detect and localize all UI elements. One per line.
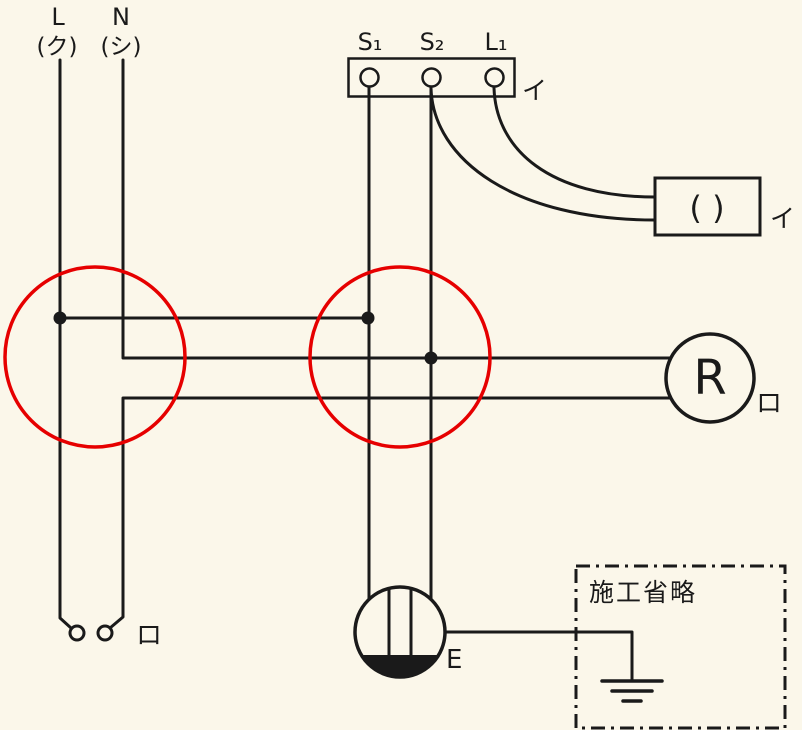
l1-to-rosette-wire xyxy=(492,86,657,199)
live-label: L xyxy=(51,3,65,31)
neutral-wire xyxy=(121,58,673,360)
ceiling-rosette-box xyxy=(653,176,762,237)
junction-dot-live xyxy=(53,311,67,325)
highlight-circle-right xyxy=(308,265,492,449)
terminal-s1 xyxy=(359,67,380,88)
terminal-label-l1: L₁ xyxy=(485,28,508,56)
highlight-circle-left xyxy=(3,265,187,449)
switched-live-wire xyxy=(108,396,673,630)
neutral-label: N xyxy=(112,3,130,31)
junction-dot-s2 xyxy=(424,351,438,365)
lamp-circuit-label: ロ xyxy=(756,389,782,419)
timer-circuit-label: イ xyxy=(522,76,547,105)
earth-outlet-filled-segment xyxy=(361,655,439,678)
terminal-label-s2: S₂ xyxy=(420,28,445,56)
earth-wire xyxy=(443,630,634,683)
switch-contact-right xyxy=(96,624,114,642)
lamp-receptacle xyxy=(664,332,756,424)
terminal-label-s1: S₁ xyxy=(358,28,383,56)
ceiling-rosette-symbol: ( ) xyxy=(689,189,724,227)
live-wire xyxy=(58,58,73,630)
s2-to-rosette-wire xyxy=(429,86,657,222)
junction-dot-s1 xyxy=(361,311,375,325)
ground-symbol xyxy=(600,679,664,703)
rosette-circuit-label: イ xyxy=(770,204,795,233)
timer-terminal-block xyxy=(347,57,516,98)
earth-outlet-label: E xyxy=(446,645,462,675)
terminal-l1 xyxy=(484,67,505,88)
construction-omitted-box xyxy=(574,564,787,730)
terminal-s2 xyxy=(421,67,442,88)
construction-omitted-label: 施工省略 xyxy=(589,578,697,607)
switch-circuit-label: ロ xyxy=(136,621,162,651)
lamp-receptacle-symbol: R xyxy=(693,350,726,406)
neutral-sublabel: (シ) xyxy=(101,34,142,60)
live-sublabel: (ク) xyxy=(37,34,78,60)
switch-contact-left xyxy=(68,624,86,642)
outlet-blade-lines xyxy=(387,589,413,675)
